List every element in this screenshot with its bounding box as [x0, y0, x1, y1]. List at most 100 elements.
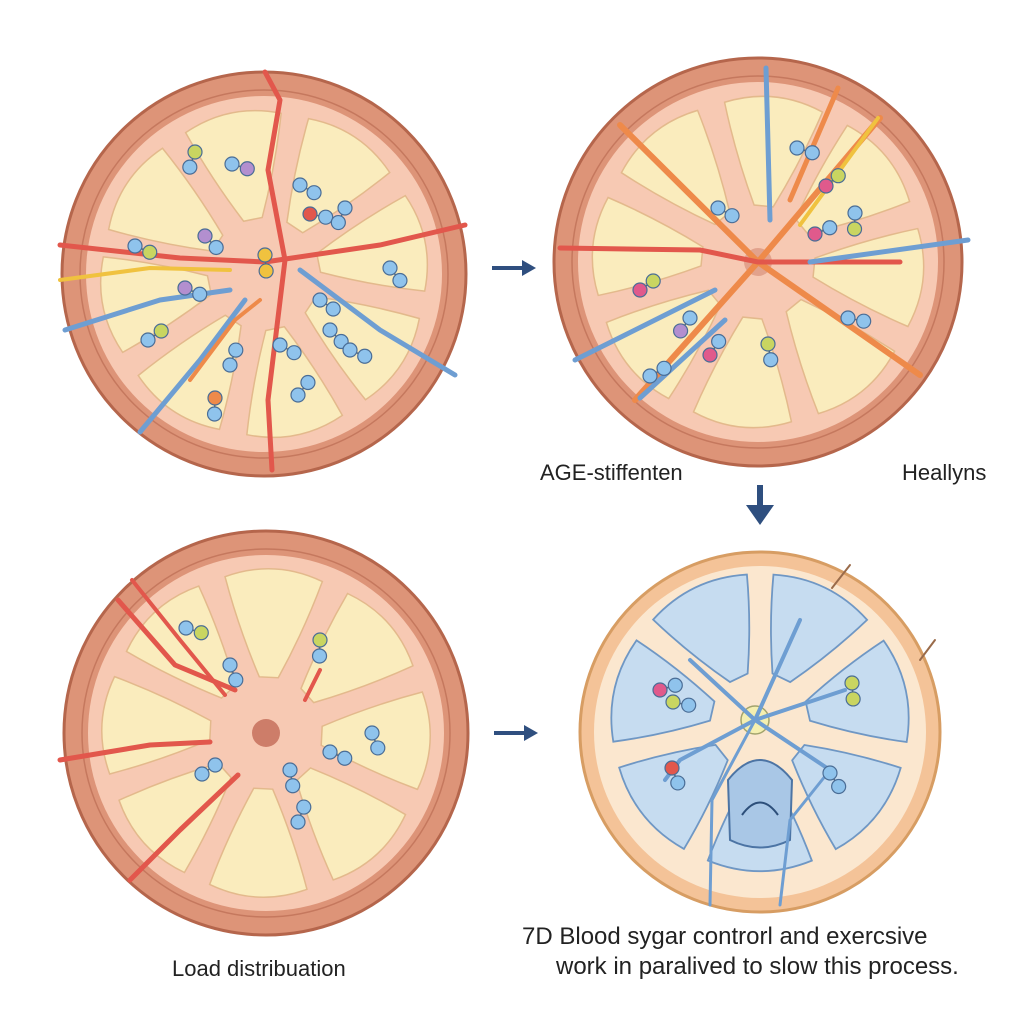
arrow-right-top — [492, 260, 536, 276]
lobe — [224, 568, 324, 679]
vessel-red — [303, 668, 322, 702]
molecule-atom — [763, 352, 779, 368]
molecule-atom — [382, 260, 398, 276]
molecule-atom — [370, 740, 386, 756]
molecule-atom — [670, 775, 686, 791]
cross-section-top-right — [552, 56, 971, 468]
vessel-blue — [688, 658, 757, 722]
molecule-atom — [285, 778, 301, 794]
molecule-atom — [357, 348, 373, 364]
molecule-atom — [818, 178, 834, 194]
vessel-blue — [297, 267, 458, 378]
lobe — [770, 573, 869, 684]
molecule-atom — [311, 648, 328, 664]
molecule-atom — [228, 342, 244, 358]
molecule-atom — [846, 221, 863, 237]
molecule-atom — [306, 185, 322, 201]
lobe — [791, 743, 902, 851]
lobe — [295, 767, 407, 881]
inner-rim-line — [79, 89, 449, 459]
molecule-atom — [830, 168, 846, 184]
molecule-atom — [177, 280, 193, 296]
vessel-red — [262, 69, 288, 473]
molecule-atom — [282, 762, 298, 778]
cross-section-bottom-left — [57, 529, 470, 937]
molecule-atom — [645, 273, 661, 289]
molecule-atom — [845, 691, 861, 707]
molecule-atom — [207, 390, 223, 406]
molecule-atom — [312, 632, 328, 648]
molecule-atom — [672, 323, 689, 339]
molecule-atom — [318, 209, 334, 225]
molecule-atom — [337, 750, 353, 766]
age-stiffen-label: AGE-stiffenten — [540, 460, 683, 485]
molecule-atom — [364, 725, 380, 741]
molecule-atom — [224, 156, 240, 172]
molecule-atom — [312, 292, 328, 308]
molecule-atom — [831, 778, 847, 795]
molecule-atom — [840, 310, 856, 326]
lobe — [118, 762, 232, 874]
vessel-thread — [919, 639, 936, 661]
vessel-red — [57, 739, 213, 763]
molecule-atom — [804, 145, 820, 161]
molecule-atom — [337, 200, 353, 216]
molecule-atom — [292, 177, 308, 193]
molecule-atom — [300, 374, 316, 391]
vessel-red — [130, 578, 227, 697]
lobe — [804, 639, 910, 744]
vessel-thread — [831, 564, 851, 589]
lobe — [304, 296, 421, 401]
molecule-atom — [642, 368, 658, 384]
molecule-atom — [632, 282, 648, 298]
lobe — [723, 95, 824, 208]
molecule-atom — [222, 657, 238, 673]
vessel-blue — [763, 65, 773, 223]
healthy-label: Heallyns — [902, 460, 987, 485]
vessel-blue — [137, 297, 248, 435]
vessel-red — [127, 772, 241, 883]
molecule-atom — [178, 620, 194, 636]
molecule-atom — [296, 799, 312, 815]
molecule-atom — [302, 206, 318, 222]
molecule-atom — [182, 159, 198, 175]
molecule-atom — [807, 226, 823, 242]
lobe — [812, 227, 925, 328]
vessel-blue — [778, 768, 832, 907]
molecule-atom — [681, 697, 697, 713]
molecule-atom — [142, 244, 158, 260]
vessel-blue — [708, 718, 757, 907]
molecule-atom — [724, 208, 740, 224]
molecule-atom — [844, 675, 860, 691]
molecule-atom — [272, 337, 288, 353]
load-distribution-label: Load distribuation — [172, 956, 346, 981]
cross-section-top-left — [57, 69, 468, 478]
molecule-atom — [290, 387, 306, 403]
molecule-atom — [286, 345, 302, 361]
central-structure — [726, 759, 794, 849]
molecule-atom — [192, 286, 208, 302]
central-nucleus — [252, 719, 280, 747]
molecule-atom — [652, 682, 668, 698]
lobe — [208, 787, 308, 898]
vessel-red — [557, 245, 903, 265]
lobe — [651, 573, 751, 684]
vessel-blue — [572, 287, 718, 363]
arrow-right-bottom — [494, 725, 538, 741]
cross-section-healthy — [578, 550, 942, 914]
molecule-atom — [702, 347, 718, 363]
blood-sugar-caption-line2: work in paralived to slow this process. — [556, 953, 959, 980]
lobe — [107, 147, 224, 252]
molecule-atom — [392, 272, 408, 289]
arrow-down-right — [746, 485, 774, 525]
vessel-orange — [188, 298, 262, 382]
molecule-atom — [194, 766, 210, 782]
molecule-atom — [257, 247, 273, 263]
molecule-atom — [711, 333, 727, 350]
inner-rim-line — [571, 75, 945, 449]
molecule-atom — [228, 672, 244, 688]
molecule-atom — [856, 313, 872, 329]
molecule-atom — [342, 342, 358, 358]
molecule-atom — [710, 200, 726, 216]
molecule-atom — [206, 406, 223, 422]
